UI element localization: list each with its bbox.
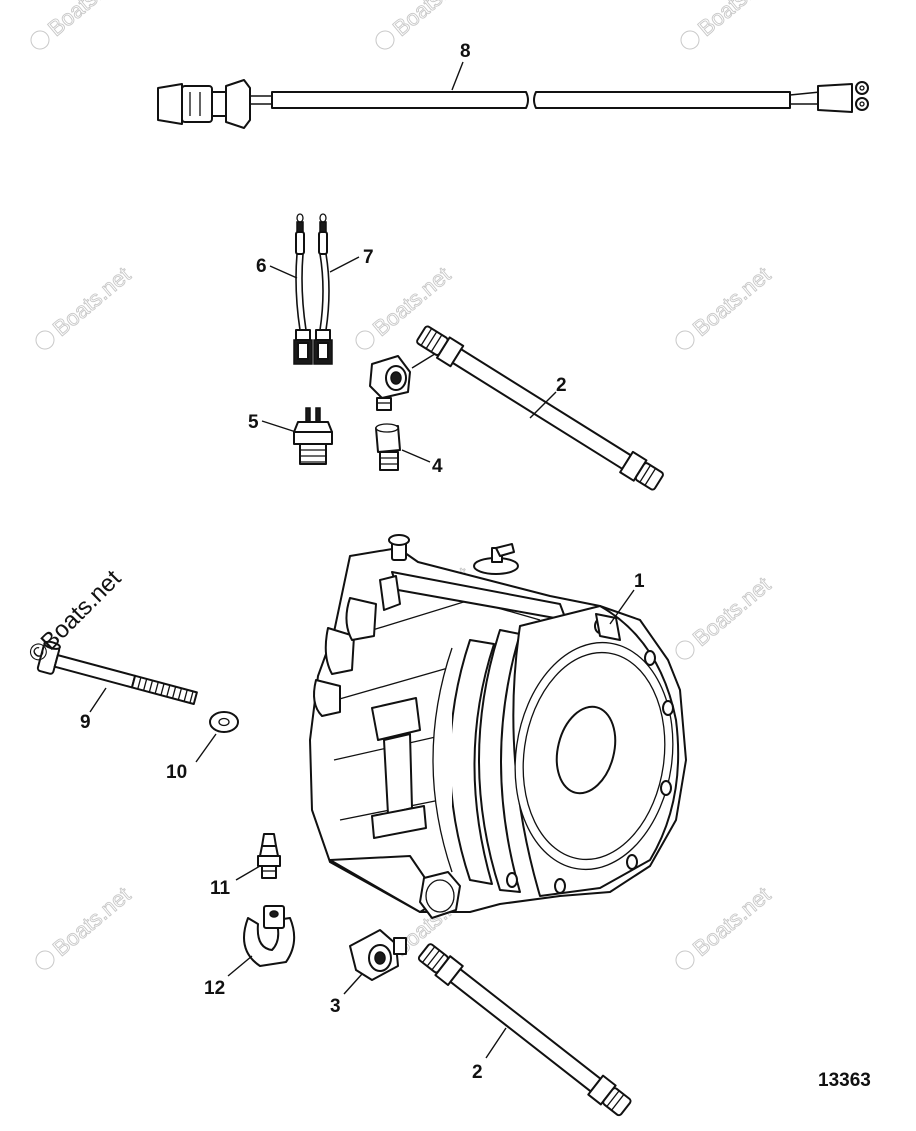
- part-2-pipe-top[interactable]: [415, 324, 665, 493]
- part-11-barb-fitting[interactable]: [257, 833, 281, 879]
- watermark-stamp: Boats.net: [675, 882, 776, 970]
- callout-2-bottom[interactable]: 2: [472, 1062, 483, 1083]
- callout-1[interactable]: 1: [634, 571, 645, 592]
- leader-3-bottom: [343, 973, 363, 995]
- leader-1: [609, 589, 635, 625]
- part-6-wire[interactable]: [293, 213, 313, 365]
- leader-7: [329, 256, 360, 273]
- watermark-text: Boats.net: [693, 0, 780, 41]
- watermark-text: Boats.net: [688, 882, 775, 961]
- callout-6[interactable]: 6: [256, 256, 267, 277]
- part-12-clamp[interactable]: [243, 905, 296, 967]
- watermark-text: Boats.net: [368, 262, 455, 341]
- part-10-washer[interactable]: [209, 711, 239, 733]
- leader-2-top: [529, 391, 557, 419]
- callout-2-top[interactable]: 2: [556, 375, 567, 396]
- callout-5[interactable]: 5: [248, 412, 259, 433]
- part-8-harness[interactable]: [157, 79, 869, 129]
- watermark-stamp: Boats.net: [675, 262, 776, 350]
- watermark-text: Boats.net: [388, 0, 475, 41]
- watermark-prominent: ©Boats.net: [23, 565, 127, 669]
- part-1-heat-exchanger[interactable]: [309, 534, 687, 919]
- leader-2-bottom: [485, 1027, 507, 1059]
- leader-11: [235, 865, 261, 881]
- callout-8[interactable]: 8: [460, 41, 471, 62]
- callout-11[interactable]: 11: [210, 878, 231, 899]
- watermark-stamp: Boats.net: [30, 0, 131, 50]
- callout-9[interactable]: 9: [80, 712, 91, 733]
- part-9-bolt[interactable]: [36, 640, 200, 711]
- part-7-wire[interactable]: [313, 213, 333, 365]
- watermark-text: Boats.net: [48, 882, 135, 961]
- leader-10: [195, 733, 217, 763]
- part-3-elbow-bottom[interactable]: [349, 929, 407, 981]
- leader-6: [269, 265, 298, 279]
- leader-3-top: [411, 351, 439, 369]
- watermark-prominent-text: ©Boats.net: [23, 565, 127, 669]
- watermark-stamp: Boats.net: [680, 0, 781, 50]
- watermark-stamp: Boats.net: [35, 262, 136, 350]
- watermark-text: Boats.net: [688, 572, 775, 651]
- drawing-number: 13363: [818, 1070, 871, 1091]
- leader-5: [261, 420, 297, 433]
- callout-3-bottom[interactable]: 3: [330, 996, 341, 1017]
- watermark-text: Boats.net: [43, 0, 130, 41]
- part-4-fitting[interactable]: [375, 423, 401, 471]
- leader-8: [451, 61, 464, 91]
- leader-9: [89, 687, 107, 713]
- part-5-sender[interactable]: [293, 407, 333, 465]
- callout-4[interactable]: 4: [432, 456, 443, 477]
- watermark-text: Boats.net: [48, 262, 135, 341]
- watermark-text: Boats.net: [688, 262, 775, 341]
- leader-12: [227, 955, 253, 977]
- callout-12[interactable]: 12: [204, 978, 225, 999]
- callout-7[interactable]: 7: [363, 247, 374, 268]
- watermark-stamp: Boats.net: [675, 572, 776, 660]
- part-3-elbow-top[interactable]: [369, 355, 411, 411]
- leader-4: [401, 449, 431, 463]
- callout-10[interactable]: 10: [166, 762, 187, 783]
- part-2-pipe-bottom[interactable]: [416, 941, 633, 1118]
- watermark-stamp: Boats.net: [35, 882, 136, 970]
